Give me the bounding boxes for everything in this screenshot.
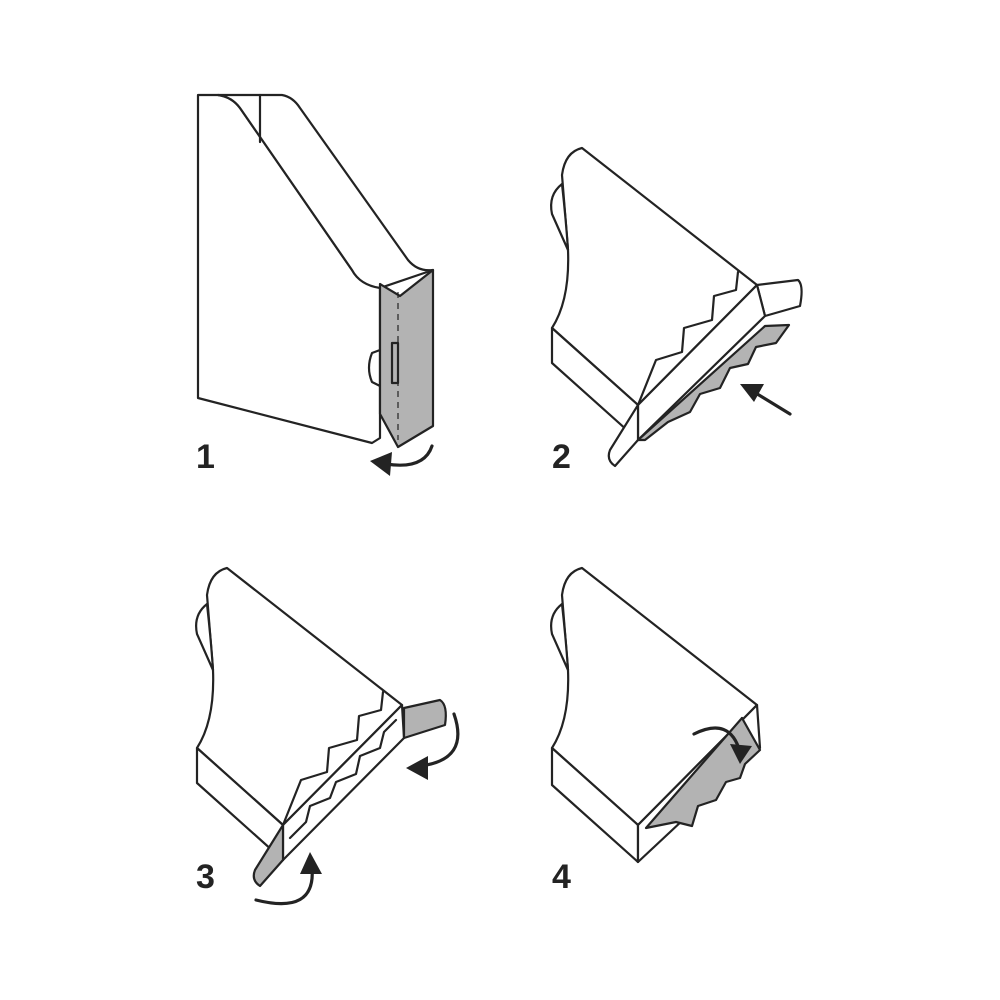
magazine-file-on-side	[195, 566, 406, 862]
curved-arrow	[692, 726, 752, 764]
step-label-4: 4	[552, 858, 571, 896]
step-label-3: 3	[196, 858, 215, 896]
step-1: 1	[196, 93, 435, 476]
shaded-bottom-flap	[636, 323, 791, 442]
curved-arrow-upper	[406, 712, 460, 780]
shaded-side-flaps	[252, 698, 447, 888]
shaded-end-flap	[378, 268, 435, 449]
step-3: 3	[195, 566, 460, 906]
step-label-1: 1	[196, 438, 215, 476]
straight-arrow	[740, 384, 792, 416]
curved-arrow-lower	[254, 852, 322, 906]
magazine-file-on-side	[550, 146, 803, 468]
curved-arrow	[370, 444, 434, 476]
step-2: 2	[550, 146, 803, 476]
step-label-2: 2	[552, 438, 571, 476]
step-4: 4	[550, 566, 762, 896]
